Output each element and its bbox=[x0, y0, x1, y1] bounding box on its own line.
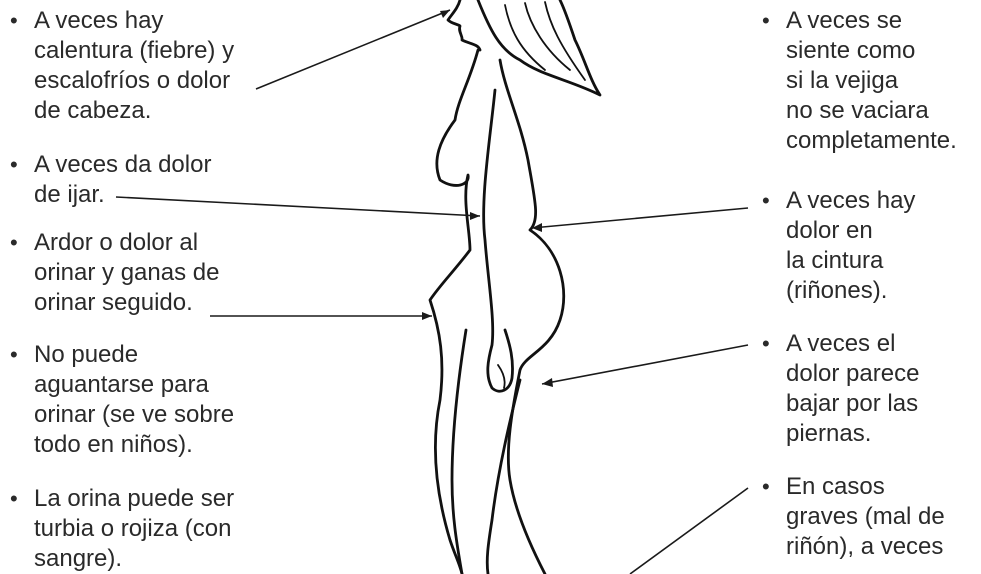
symptom-text: No puede aguantarse para orinar (se ve s… bbox=[34, 340, 274, 460]
symptom-text: A veces hay calentura (fiebre) y escalof… bbox=[34, 6, 274, 126]
hair-outline bbox=[478, 0, 600, 95]
bullet-marker: • bbox=[10, 484, 18, 514]
symptom-cloudy-urine: • La orina puede ser turbia o rojiza (co… bbox=[34, 484, 274, 574]
symptom-kidney-pain: • A veces hay dolor en la cintura (riñon… bbox=[786, 186, 981, 306]
symptom-fever: • A veces hay calentura (fiebre) y escal… bbox=[34, 6, 274, 126]
pointer-fever bbox=[256, 10, 450, 89]
symptom-severe-cases: • En casos graves (mal de riñón), a vece… bbox=[786, 472, 981, 562]
symptom-text: A veces da dolor de ijar. bbox=[34, 150, 274, 210]
front-outline bbox=[430, 50, 478, 574]
bullet-marker: • bbox=[762, 472, 770, 502]
symptom-leg-pain: • A veces el dolor parece bajar por las … bbox=[786, 329, 981, 449]
symptom-text: La orina puede ser turbia o rojiza (con … bbox=[34, 484, 274, 574]
symptom-text: Ardor o dolor al orinar y ganas de orina… bbox=[34, 228, 274, 318]
symptom-incontinence: • No puede aguantarse para orinar (se ve… bbox=[34, 340, 274, 460]
symptom-text: A veces hay dolor en la cintura (riñones… bbox=[786, 186, 981, 306]
pointer-severe bbox=[630, 488, 748, 574]
symptom-text: A veces se siente como si la vejiga no s… bbox=[786, 6, 981, 156]
bullet-marker: • bbox=[10, 228, 18, 258]
bullet-marker: • bbox=[762, 6, 770, 36]
pointer-legs bbox=[542, 345, 748, 384]
bullet-marker: • bbox=[10, 150, 18, 180]
symptom-text: En casos graves (mal de riñón), a veces bbox=[786, 472, 981, 562]
pointer-kidneys bbox=[532, 208, 748, 228]
symptom-burning-urination: • Ardor o dolor al orinar y ganas de ori… bbox=[34, 228, 274, 318]
symptom-text: A veces el dolor parece bajar por las pi… bbox=[786, 329, 981, 449]
back-outline bbox=[500, 60, 564, 574]
symptom-flank-pain: • A veces da dolor de ijar. bbox=[34, 150, 274, 210]
bullet-marker: • bbox=[10, 6, 18, 36]
bullet-marker: • bbox=[762, 329, 770, 359]
bullet-marker: • bbox=[10, 340, 18, 370]
face-profile bbox=[448, 0, 480, 50]
inner-leg bbox=[452, 330, 466, 574]
arm-outline bbox=[484, 90, 513, 391]
bullet-marker: • bbox=[762, 186, 770, 216]
symptom-incomplete-emptying: • A veces se siente como si la vejiga no… bbox=[786, 6, 981, 156]
